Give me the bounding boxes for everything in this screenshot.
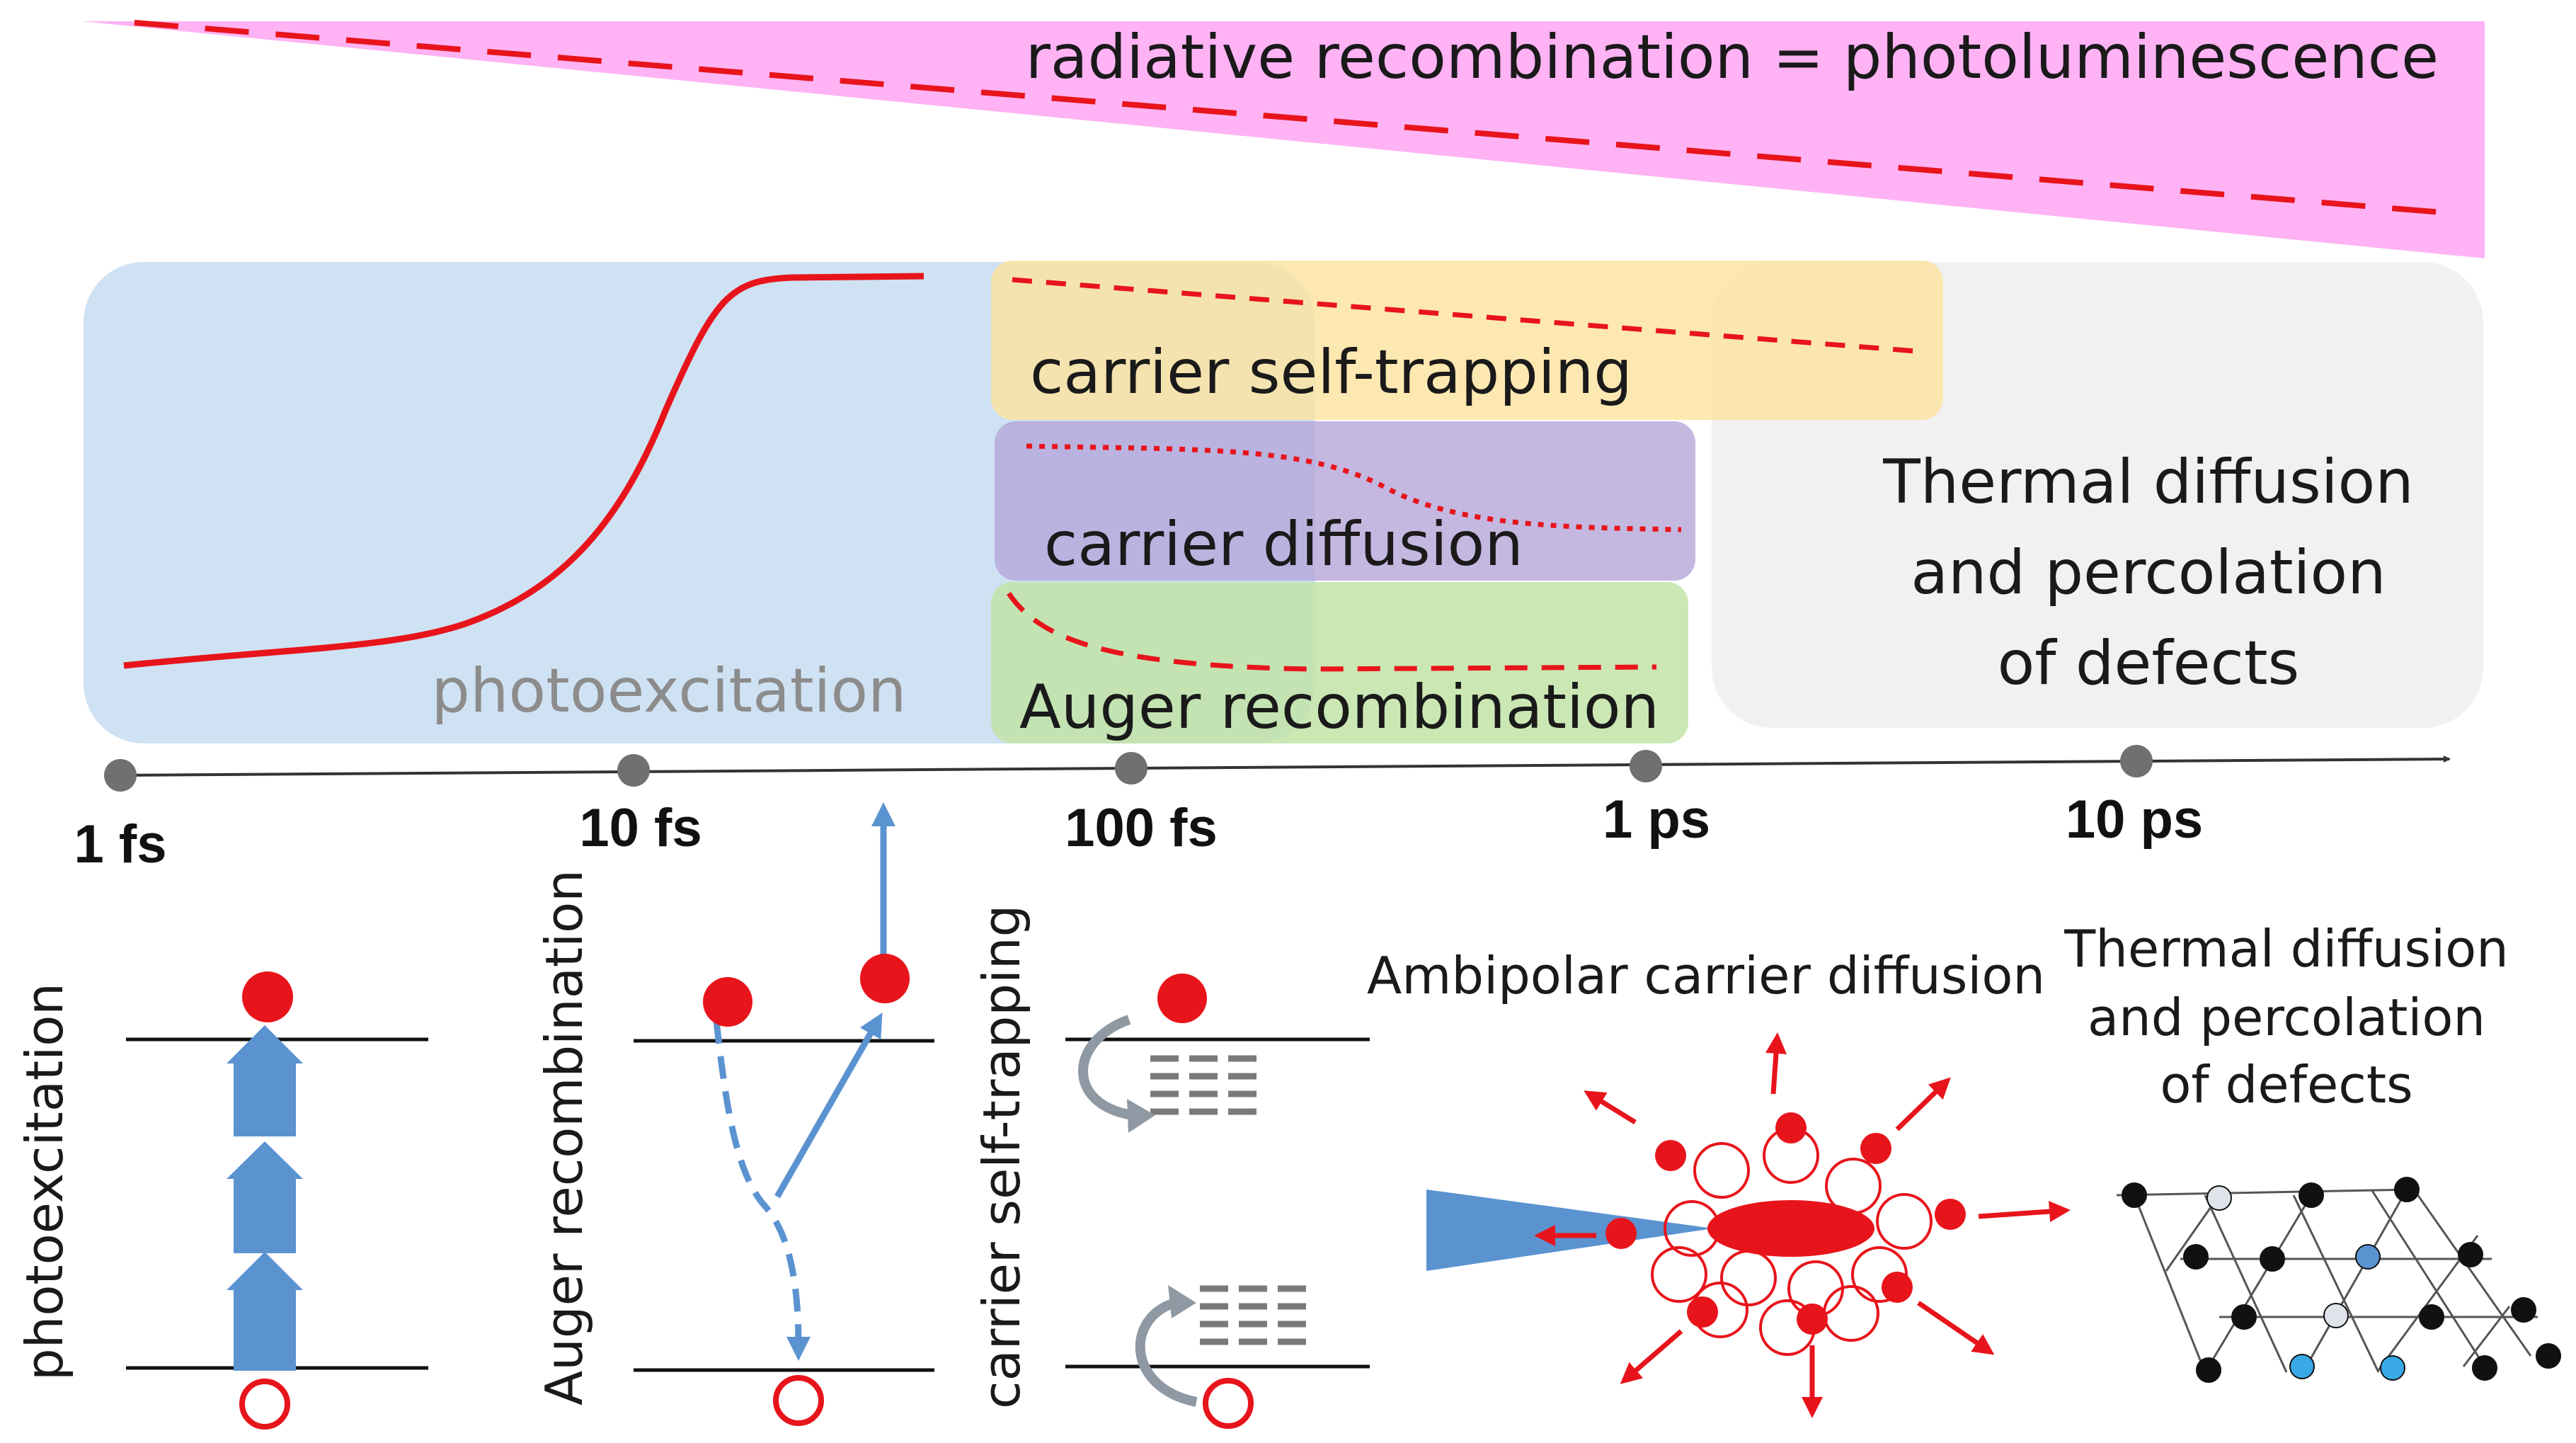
hole-icon xyxy=(1203,1378,1254,1429)
thermal-label-line-3: of defects xyxy=(1998,628,2300,699)
process-boxes xyxy=(84,261,2483,743)
self-trapping-decay-curve xyxy=(1012,277,1926,355)
auger-decay-curve xyxy=(1007,592,1657,672)
electron-icon xyxy=(860,954,910,1003)
block-arrow-up-icon xyxy=(227,1141,303,1253)
tick-label-10fs: 10 fs xyxy=(579,798,702,858)
self-trapping-schematic: carrier self-trapping xyxy=(972,905,1370,1429)
block-arrow-up-icon xyxy=(227,1252,303,1371)
thermal-label-line-2: and percolation xyxy=(1911,537,2386,608)
kinetics-curves xyxy=(123,273,1926,672)
tick-dot-100fs xyxy=(1115,752,1147,785)
tick-label-1fs: 1 fs xyxy=(74,814,167,874)
diffusing-carriers xyxy=(1605,1112,1966,1335)
photoluminescence-label: radiative recombination = photoluminesce… xyxy=(1026,22,2439,93)
self-trapping-box xyxy=(991,261,1943,420)
tick-dot-10fs xyxy=(617,754,650,787)
laser-beam-icon xyxy=(1426,1190,1713,1271)
trapping-arrowhead-icon xyxy=(1168,1285,1196,1318)
excitation-arrows xyxy=(227,1025,303,1371)
percolation-schematic: Thermal diffusion and percolation of def… xyxy=(2063,919,2561,1383)
photoexcitation-schematic-label: photoexcitation xyxy=(15,983,74,1381)
lattice-atoms xyxy=(2122,1177,2561,1383)
tick-label-100fs: 100 fs xyxy=(1065,798,1218,858)
photoexcitation-label: photoexcitation xyxy=(431,656,906,726)
auger-energy-transfer-arrow xyxy=(774,1013,883,1199)
auger-box xyxy=(991,582,1688,743)
auger-schematic-label: Auger recombination xyxy=(534,869,594,1405)
photoluminescence-band: radiative recombination = photoluminesce… xyxy=(81,20,2485,258)
trapping-curved-arrow-icon xyxy=(1135,1298,1198,1407)
electron-icon xyxy=(1157,974,1207,1023)
hole-icon xyxy=(239,1379,290,1430)
self-trapping-label: carrier self-trapping xyxy=(1030,337,1632,408)
timeline-axis: 1 fs 10 fs 100 fs 1 ps 10 ps xyxy=(74,745,2451,874)
thermal-label: Thermal diffusion and percolation of def… xyxy=(1882,447,2414,699)
excitation-spot xyxy=(1707,1200,1874,1257)
carrier-cloud-rings xyxy=(1651,1127,1933,1356)
diffusion-decay-curve xyxy=(1026,443,1682,532)
self-trapping-schematic-label: carrier self-trapping xyxy=(972,905,1031,1409)
photoluminescence-decay-line xyxy=(134,20,2443,215)
diffusion-box xyxy=(995,421,1695,581)
diffusion-label: carrier diffusion xyxy=(1044,509,1523,580)
photoluminescence-wedge xyxy=(81,21,2485,258)
ambipolar-label: Ambipolar carrier diffusion xyxy=(1367,946,2045,1005)
tick-label-10ps: 10 ps xyxy=(2066,789,2203,850)
percolation-label-line-1: Thermal diffusion xyxy=(2063,919,2509,979)
percolation-label-line-3: of defects xyxy=(2160,1055,2412,1114)
percolation-label-line-2: and percolation xyxy=(2088,988,2485,1047)
photoexcitation-rise-curve xyxy=(123,273,925,669)
auger-recombination-path xyxy=(713,1020,811,1361)
thermal-label-line-1: Thermal diffusion xyxy=(1882,447,2414,518)
ambipolar-diffusion-schematic: Ambipolar carrier diffusion xyxy=(1367,946,2071,1418)
tick-label-1ps: 1 ps xyxy=(1603,789,1710,850)
photoexcitation-schematic: photoexcitation xyxy=(15,971,428,1430)
trapping-arrowhead-icon xyxy=(1127,1099,1155,1133)
trapping-curved-arrow-icon xyxy=(1078,1015,1134,1120)
auger-schematic: Auger recombination xyxy=(534,802,934,1426)
electron-icon xyxy=(242,971,293,1022)
tick-dot-1fs xyxy=(104,759,137,792)
tick-dot-10ps xyxy=(2120,745,2153,777)
lattice-bonds xyxy=(2116,1188,2538,1373)
diffusion-arrows xyxy=(1534,1032,2071,1418)
trap-states-lower xyxy=(1200,1285,1306,1345)
trap-states-upper xyxy=(1150,1055,1256,1115)
timeline-line xyxy=(120,755,2451,777)
hole-icon xyxy=(773,1375,824,1426)
electron-icon xyxy=(703,977,752,1027)
tick-dot-1ps xyxy=(1630,750,1662,782)
block-arrow-up-icon xyxy=(227,1025,303,1136)
auger-label: Auger recombination xyxy=(1019,672,1659,743)
